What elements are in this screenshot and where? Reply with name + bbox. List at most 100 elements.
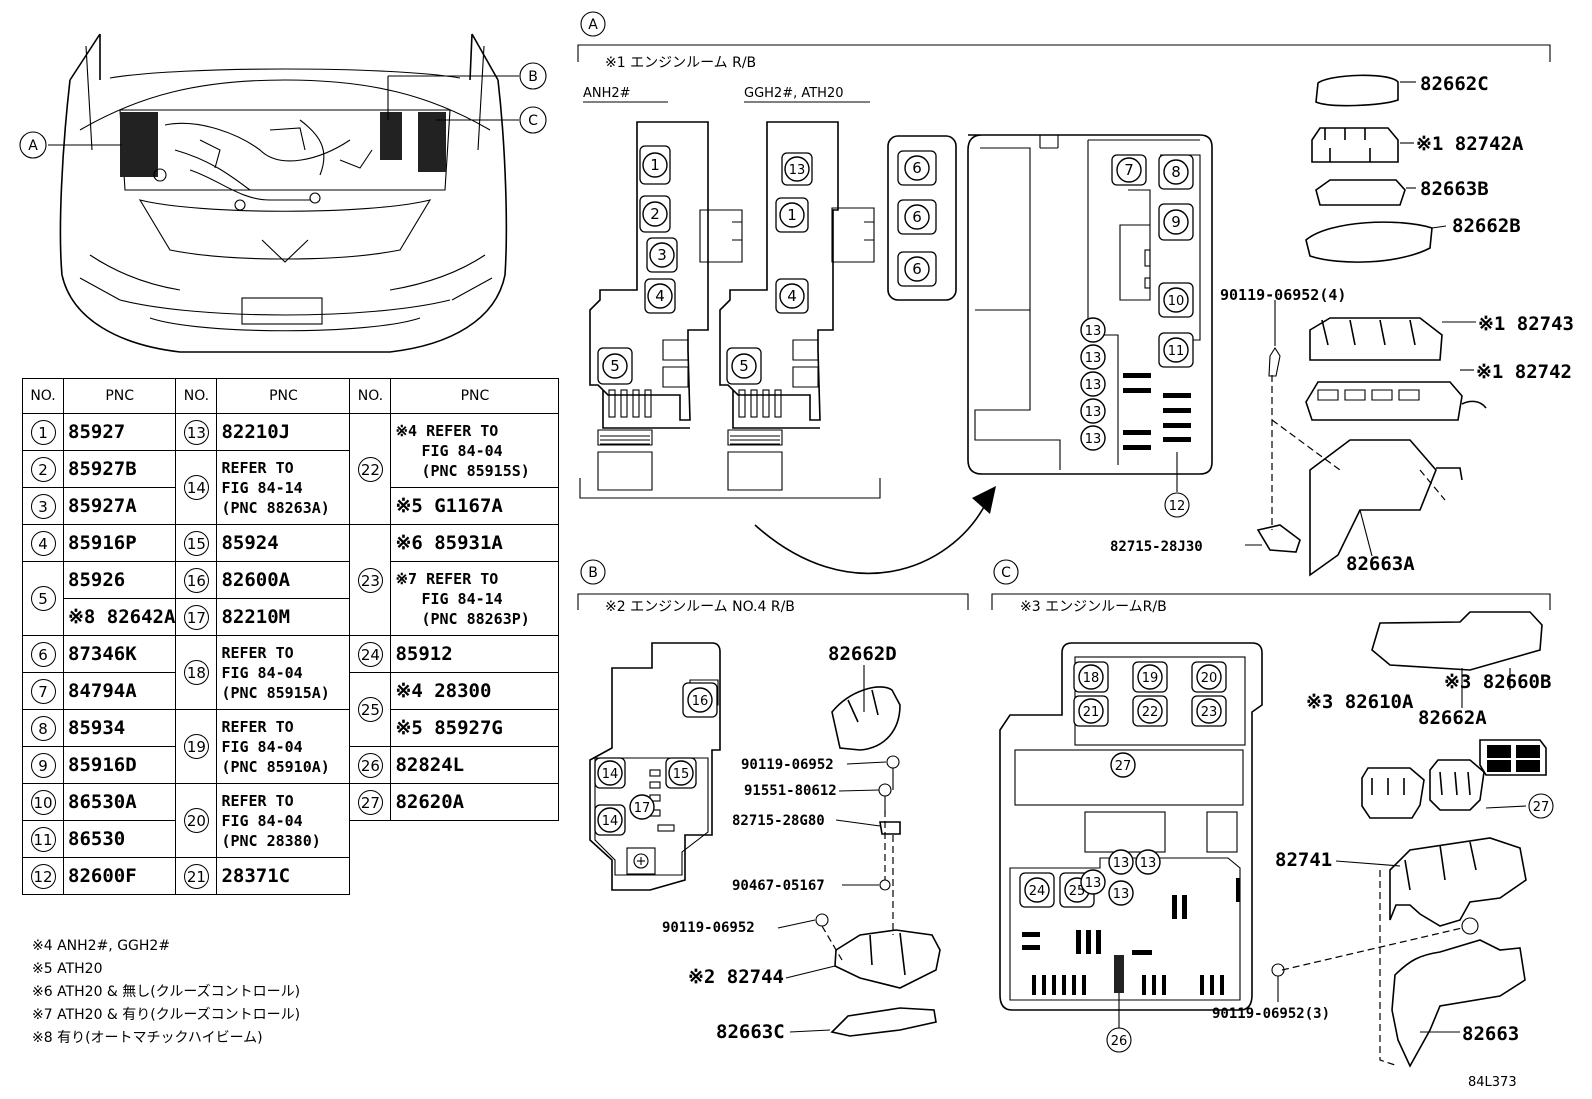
part-label-82715-28j30: 82715-28J30 bbox=[1110, 539, 1203, 555]
fuse-marker-13: 13 bbox=[1085, 324, 1102, 339]
part-label-82662b: 82662B bbox=[1452, 215, 1521, 237]
vehicle-front-illustration bbox=[48, 33, 519, 353]
fuse-marker-15: 15 bbox=[673, 767, 690, 782]
section-a-title: ※1 エンジンルーム R/B bbox=[605, 55, 756, 71]
ref-12-label: 12 bbox=[1169, 499, 1186, 514]
pnc-12: 82600F bbox=[62, 857, 177, 895]
fuse-marker-circle-13 bbox=[1108, 849, 1134, 875]
svg-text:C: C bbox=[528, 113, 538, 129]
fuse-marker-20: 20 bbox=[1201, 671, 1218, 686]
fuse-marker-circle-8 bbox=[1163, 159, 1189, 185]
fuse-marker-14: 14 bbox=[602, 814, 619, 829]
pnc-27: 82620A bbox=[390, 783, 560, 821]
fuse-marker-circle-3 bbox=[649, 242, 675, 268]
section-a-letter: A bbox=[588, 17, 598, 33]
drawing-id: 84L373 bbox=[1468, 1075, 1517, 1090]
fuse-marker-circle-20 bbox=[1196, 664, 1222, 690]
fuse-marker-circle-5 bbox=[602, 353, 628, 379]
fuse-marker-circle-4 bbox=[779, 283, 805, 309]
section-b-letter: B bbox=[588, 565, 598, 581]
pnc-16: 82600A bbox=[216, 561, 351, 599]
fuse-marker-circle-6 bbox=[904, 204, 930, 230]
ref-no-6: 6 bbox=[30, 641, 56, 667]
part-label-82662d: 82662D bbox=[828, 643, 897, 665]
footnote-4: ※4 ANH2#, GGH2# bbox=[32, 938, 171, 954]
ref-no-17: 17 bbox=[183, 604, 209, 630]
part-label-82715-28g80: 82715-28G80 bbox=[732, 813, 825, 829]
fuse-marker-16: 16 bbox=[692, 694, 709, 709]
part-label-82663b: 82663B bbox=[1420, 178, 1489, 200]
part-label-91551: 91551-80612 bbox=[744, 783, 837, 799]
variant-anh2: ANH2# bbox=[583, 86, 631, 101]
section-c-letter: C bbox=[1001, 565, 1011, 581]
fuse-marker-circle-13 bbox=[1080, 371, 1106, 397]
ref-no-27: 27 bbox=[357, 789, 383, 815]
fuse-marker-25: 25 bbox=[1069, 884, 1086, 899]
fuse-marker-6: 6 bbox=[912, 159, 922, 177]
part-label-82742a: ※1 82742A bbox=[1416, 133, 1524, 155]
fuse-marker-circle-27 bbox=[1110, 752, 1136, 778]
ref-no-10: 10 bbox=[30, 789, 56, 815]
fuse-marker-13: 13 bbox=[1085, 876, 1102, 891]
fuse-marker-1: 1 bbox=[650, 156, 660, 174]
pnc-4: 85916P bbox=[62, 524, 177, 562]
pnc-7: 84794A bbox=[62, 672, 177, 710]
pnc-13: 82210J bbox=[216, 413, 351, 451]
pnc-11: 86530 bbox=[62, 820, 177, 858]
ref-no-3: 3 bbox=[30, 493, 56, 519]
ref-no-23: 23 bbox=[357, 567, 383, 593]
fuse-marker-21: 21 bbox=[1083, 705, 1100, 720]
fuse-marker-circle-1 bbox=[779, 202, 805, 228]
fuse-marker-23: 23 bbox=[1201, 705, 1218, 720]
fuse-marker-13: 13 bbox=[1085, 378, 1102, 393]
fuse-marker-circle-14 bbox=[597, 807, 623, 833]
fuse-marker-circle-4 bbox=[647, 283, 673, 309]
pnc-22-alt: ※5 G1167A bbox=[390, 487, 560, 525]
fuse-marker-13: 13 bbox=[789, 163, 806, 178]
header-pnc-3: PNC bbox=[390, 378, 560, 414]
fuse-marker-6: 6 bbox=[912, 208, 922, 226]
variant-ggh2: GGH2#, ATH20 bbox=[744, 86, 844, 101]
fuse-marker-circle-5 bbox=[731, 353, 757, 379]
fuse-marker-circle-6 bbox=[904, 155, 930, 181]
fuse-marker-circle-22 bbox=[1137, 698, 1163, 724]
ref-no-24: 24 bbox=[357, 641, 383, 667]
ref-no-20: 20 bbox=[183, 808, 209, 833]
ref-no-26: 26 bbox=[357, 752, 383, 778]
fuse-marker-13: 13 bbox=[1085, 405, 1102, 420]
fuse-marker-circle-15 bbox=[668, 760, 694, 786]
part-label-90119-3: 90119-06952(3) bbox=[1212, 1006, 1330, 1022]
ref-26-label: 26 bbox=[1111, 1034, 1128, 1049]
part-label-90119-4: 90119-06952(4) bbox=[1220, 286, 1346, 304]
ref-no-16: 16 bbox=[183, 567, 209, 593]
ref-no-19: 19 bbox=[183, 734, 209, 759]
pnc-15: 85924 bbox=[216, 524, 351, 562]
ref-no-1: 1 bbox=[30, 419, 56, 445]
fuse-marker-circle-13 bbox=[1080, 869, 1106, 895]
footnote-5: ※5 ATH20 bbox=[32, 961, 103, 977]
ref-no-25: 25 bbox=[357, 697, 383, 722]
fuse-marker-27: 27 bbox=[1115, 759, 1132, 774]
ref-no-14: 14 bbox=[183, 475, 209, 500]
part-label-90119-b1: 90119-06952 bbox=[741, 757, 834, 773]
ref-no-18: 18 bbox=[183, 660, 209, 685]
pnc-25-alt: ※5 85927G bbox=[390, 709, 560, 747]
part-label-82743: ※1 82743 bbox=[1478, 313, 1574, 335]
part-label-82663a: 82663A bbox=[1346, 553, 1415, 575]
section-a: A ※1 エンジンルーム R/B ANH2# GGH2#, ATH20 bbox=[577, 11, 1551, 577]
section-c: C ※3 エンジンルームR/B 26 27 bbox=[991, 559, 1554, 1068]
pnc-21: 28371C bbox=[216, 857, 351, 895]
section-b-title: ※2 エンジンルーム NO.4 R/B bbox=[605, 599, 795, 615]
fuse-marker-circle-6 bbox=[904, 256, 930, 282]
pnc-table: NO. PNC NO. PNC NO. PNC 1 85927 13 82210… bbox=[22, 378, 560, 895]
pnc-8: 85934 bbox=[62, 709, 177, 747]
fuse-marker-circle-14 bbox=[597, 760, 623, 786]
fuse-marker-circle-21 bbox=[1078, 698, 1104, 724]
part-label-82660b: ※3 82660B bbox=[1444, 671, 1551, 693]
ref-no-2: 2 bbox=[30, 456, 56, 482]
part-label-82741: 82741 bbox=[1275, 849, 1332, 871]
part-label-82610a: ※3 82610A bbox=[1306, 691, 1414, 713]
